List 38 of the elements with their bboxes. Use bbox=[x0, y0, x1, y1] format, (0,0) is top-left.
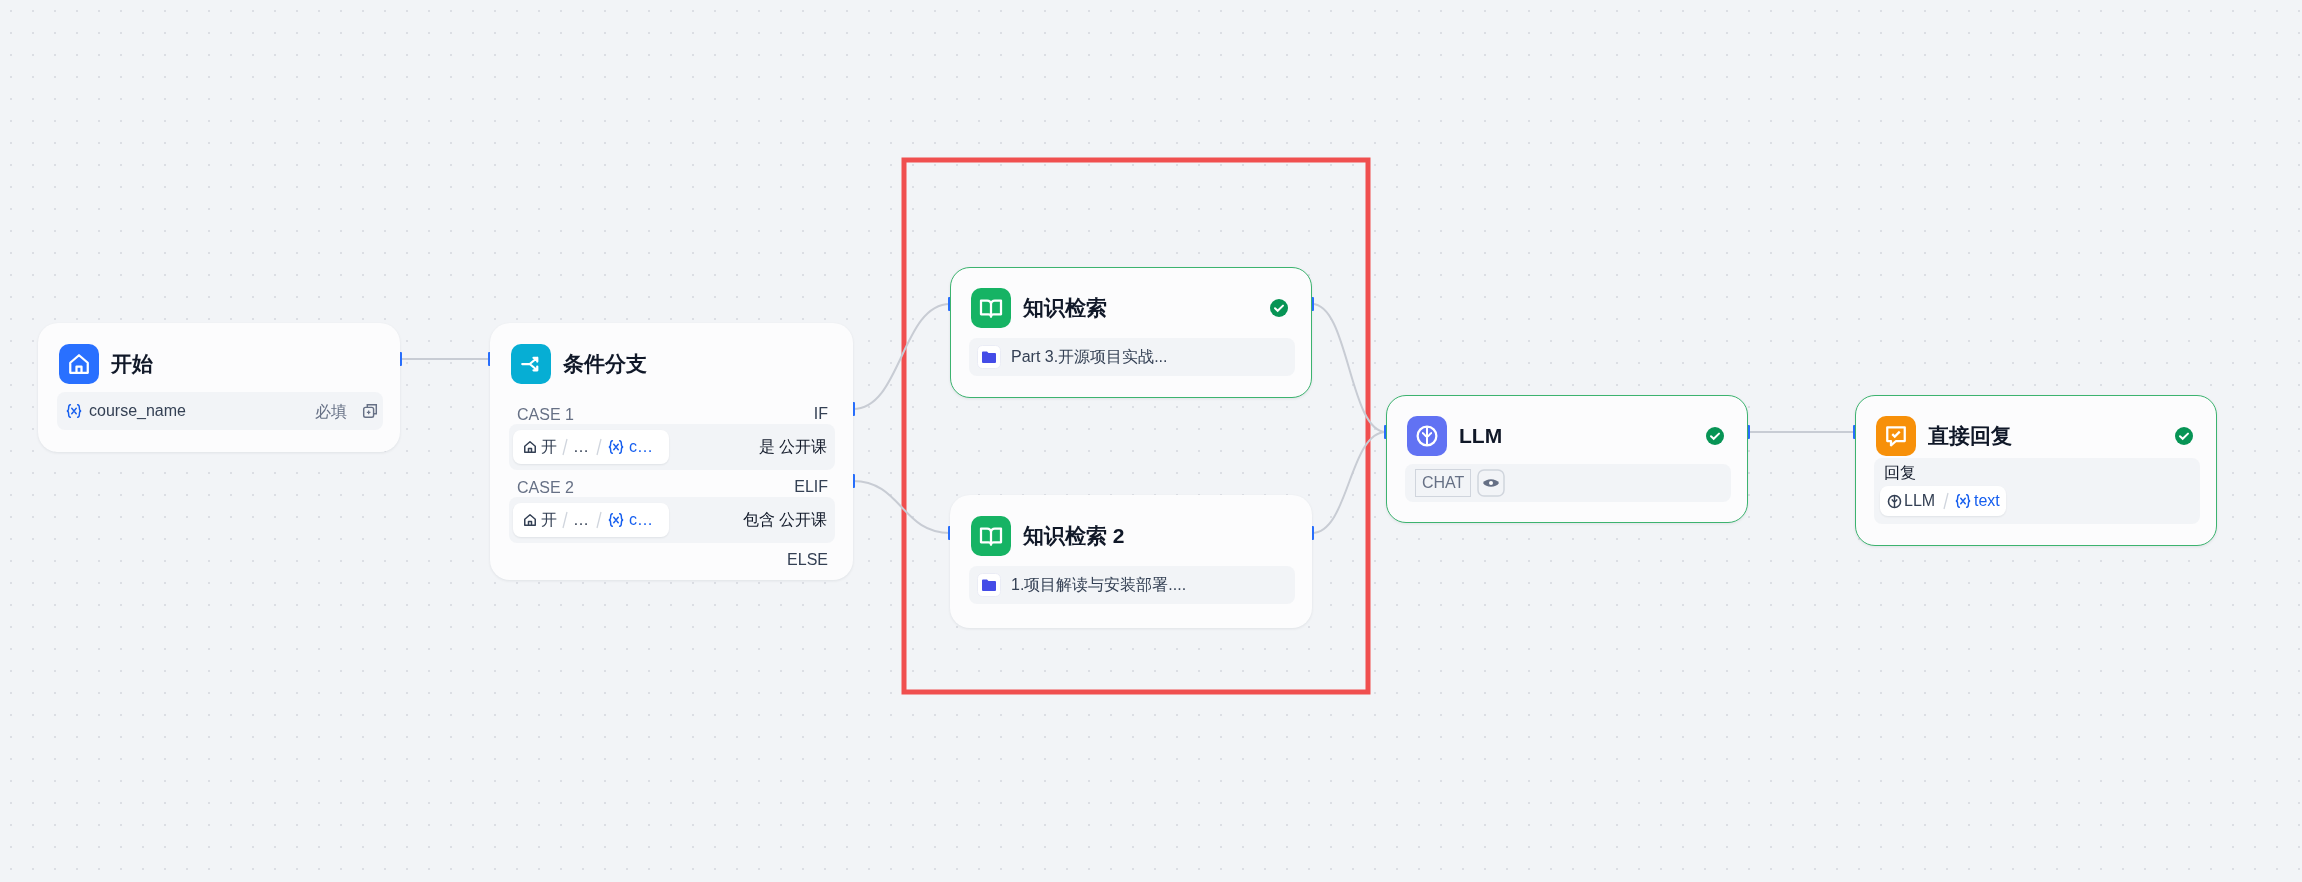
node-title: 知识检索 2 bbox=[1023, 523, 1125, 549]
node-name: 开 bbox=[541, 510, 557, 530]
path-ellipsis: … bbox=[573, 510, 589, 530]
case-label: CASE 2 bbox=[517, 478, 574, 498]
required-tag: 必填 bbox=[315, 401, 347, 423]
connector-line bbox=[1747, 431, 1856, 433]
path-ellipsis: … bbox=[573, 437, 589, 457]
branch-label: ELSE bbox=[787, 550, 828, 570]
variable-name: course_name bbox=[89, 401, 186, 421]
node-name: LLM bbox=[1904, 491, 1936, 511]
node-title: 直接回复 bbox=[1928, 423, 2012, 449]
condition-text: 是 公开课 bbox=[758, 437, 827, 457]
node-title: LLM bbox=[1459, 423, 1503, 449]
retrieval-node-card bbox=[950, 267, 1312, 398]
start-node-card bbox=[38, 323, 400, 452]
case-label: CASE 1 bbox=[517, 405, 574, 425]
node-title: 开始 bbox=[111, 351, 153, 377]
connector-line bbox=[1311, 431, 1387, 534]
field-label: 回复 bbox=[1884, 463, 1916, 483]
branch-label: IF bbox=[813, 404, 828, 424]
condition-text: 包含 公开课 bbox=[742, 510, 827, 530]
answer-node-card bbox=[1855, 395, 2217, 546]
branch-label: ELIF bbox=[794, 477, 828, 497]
connector-line bbox=[399, 358, 491, 360]
variable-name: text bbox=[1974, 491, 2000, 511]
node-name: 开 bbox=[541, 437, 557, 457]
mode-tag: CHAT bbox=[1415, 469, 1472, 497]
node-title: 知识检索 bbox=[1023, 295, 1107, 321]
node-title: 条件分支 bbox=[563, 351, 647, 377]
llm-node-card bbox=[1386, 395, 1748, 523]
variable-name: c… bbox=[629, 510, 653, 530]
dataset-name: 1.项目解读与安装部署.... bbox=[1011, 575, 1187, 595]
connector-line bbox=[852, 303, 951, 410]
dataset-name: Part 3.开源项目实战... bbox=[1011, 347, 1168, 367]
condition-node-card bbox=[490, 323, 853, 580]
connector-line bbox=[852, 480, 951, 534]
variable-name: c… bbox=[629, 437, 653, 457]
retrieval-node-card bbox=[950, 495, 1312, 628]
